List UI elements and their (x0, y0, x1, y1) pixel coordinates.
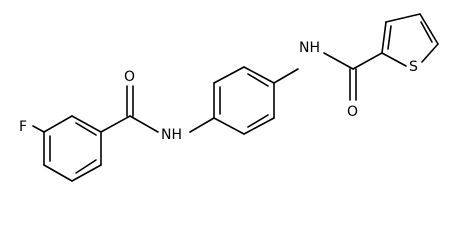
amide-bond-left (129, 115, 159, 133)
nh-phenylene-bond-left (189, 117, 215, 133)
thiophene-ring (381, 13, 439, 67)
carbonyl-thiophene-bond (352, 52, 383, 70)
molecule-structure: F O NH NH O S (19, 13, 439, 182)
carbonyl-double-bond-left (126, 85, 134, 117)
oxygen-atom-label-left: O (124, 69, 135, 85)
fluorine-atom-label: F (19, 119, 27, 135)
sulfur-atom-label: S (409, 59, 418, 75)
fluorobenzene-ring (43, 115, 102, 182)
nh-right-label: NH (299, 40, 320, 56)
ring-carbonyl-bond-left (100, 115, 131, 133)
phenylene-ring (213, 66, 275, 135)
oxygen-atom-label-right: O (347, 104, 358, 120)
carbon-fluorine-bond (32, 125, 45, 133)
carbonyl-double-bond-right (349, 68, 357, 101)
nh-phenylene-bond-right (273, 68, 299, 84)
amide-bond-right (323, 52, 354, 70)
nh-left-label: NH (161, 127, 182, 143)
